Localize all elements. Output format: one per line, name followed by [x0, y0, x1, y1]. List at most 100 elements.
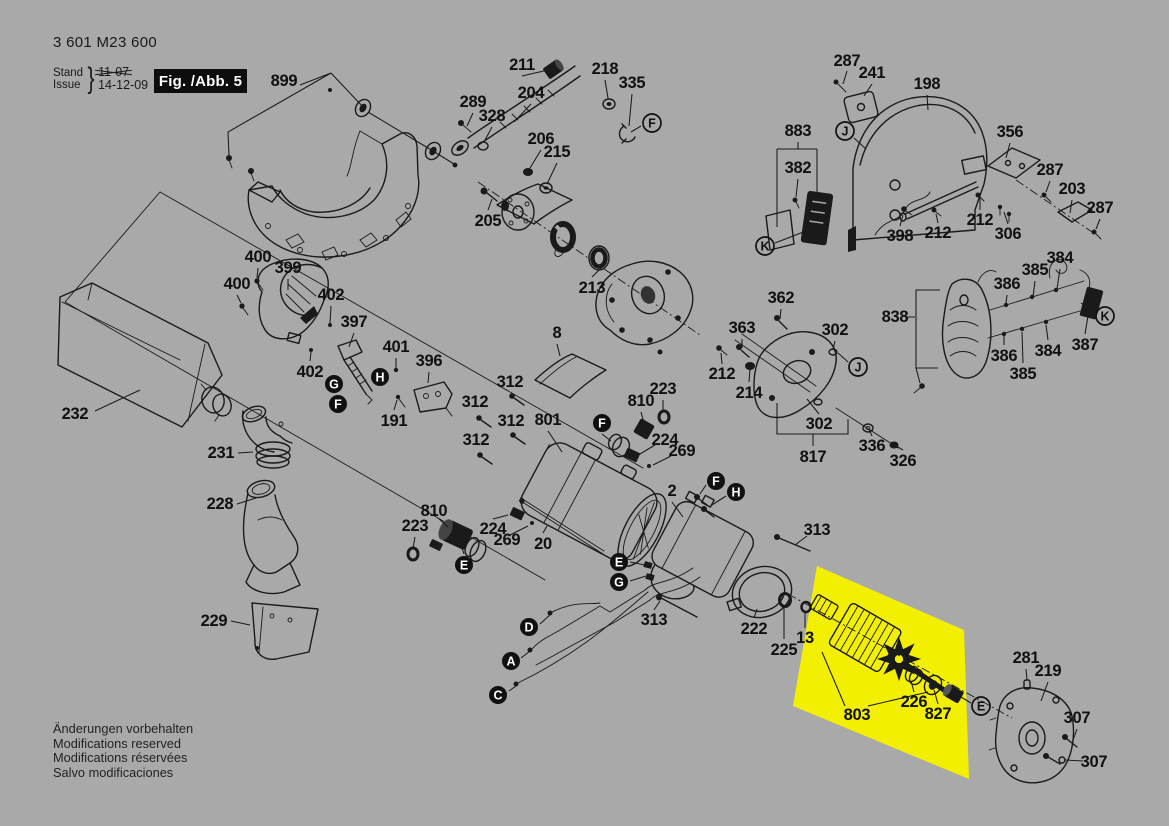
part-upper-guard-198	[833, 79, 1102, 252]
part-label-198: 198	[914, 75, 941, 93]
part-label-226: 226	[901, 693, 928, 711]
part-label-302: 302	[822, 321, 849, 339]
ref-letter-J: J	[848, 357, 868, 377]
svg-text:F: F	[712, 475, 720, 489]
part-label-241: 241	[859, 64, 886, 82]
issue-block: Stand Issue } 11-07 14-12-09	[53, 62, 157, 96]
part-label-398: 398	[887, 227, 914, 245]
ref-letter-H: H	[371, 368, 389, 386]
ref-letter-F: F	[707, 472, 725, 490]
part-label-386: 386	[994, 275, 1021, 293]
svg-text:C: C	[493, 689, 502, 703]
ref-letter-K: K	[1095, 306, 1115, 326]
part-label-899: 899	[271, 72, 298, 90]
part-label-269: 269	[669, 442, 696, 460]
issue-label: Issue	[53, 79, 81, 91]
svg-text:K: K	[760, 240, 769, 254]
part-label-232: 232	[62, 405, 89, 423]
ref-letter-K: K	[755, 236, 775, 256]
part-label-212: 212	[925, 224, 952, 242]
part-label-400: 400	[245, 248, 272, 266]
part-label-287: 287	[834, 52, 861, 70]
part-label-387: 387	[1072, 336, 1099, 354]
ref-letter-E: E	[610, 553, 628, 571]
part-deflector-sheets	[496, 183, 607, 399]
part-label-13: 13	[796, 629, 814, 647]
part-label-231: 231	[208, 444, 235, 462]
part-switch-cluster-883	[765, 148, 834, 251]
part-label-269: 269	[494, 531, 521, 549]
part-label-302: 302	[806, 415, 833, 433]
current-issue-date: 14-12-09	[98, 78, 149, 92]
part-label-313: 313	[641, 611, 668, 629]
part-label-205: 205	[475, 212, 502, 230]
svg-text:J: J	[855, 361, 862, 375]
part-armature-803	[809, 594, 964, 703]
part-label-281: 281	[1013, 649, 1040, 667]
stand-label: Stand	[53, 66, 84, 79]
part-label-222: 222	[741, 620, 768, 638]
part-label-215: 215	[544, 143, 571, 161]
part-label-218: 218	[592, 60, 619, 78]
part-rods	[519, 498, 811, 618]
figure-caption: Fig. /Abb. 5	[154, 69, 247, 93]
svg-text:F: F	[598, 417, 606, 431]
part-label-212: 212	[967, 211, 994, 229]
note-de: Änderungen vorbehalten	[53, 721, 194, 736]
svg-text:H: H	[731, 486, 740, 500]
part-label-384: 384	[1035, 342, 1063, 360]
svg-text:D: D	[524, 621, 533, 635]
part-label-397: 397	[341, 313, 368, 331]
part-label-801: 801	[535, 411, 562, 429]
part-label-883: 883	[785, 122, 812, 140]
part-label-307: 307	[1064, 709, 1091, 727]
part-label-307: 307	[1081, 753, 1108, 771]
part-label-382: 382	[785, 159, 812, 177]
part-label-362: 362	[768, 289, 795, 307]
part-label-223: 223	[402, 517, 429, 535]
svg-text:J: J	[842, 125, 849, 139]
svg-text:K: K	[1100, 310, 1109, 324]
ref-letter-G: G	[610, 573, 628, 591]
part-label-396: 396	[416, 352, 443, 370]
part-label-336: 336	[859, 437, 886, 455]
part-label-803: 803	[844, 706, 871, 724]
part-label-289: 289	[460, 93, 487, 111]
part-label-191: 191	[381, 412, 408, 430]
part-label-229: 229	[201, 612, 228, 630]
svg-text:A: A	[506, 655, 515, 669]
part-label-204: 204	[518, 84, 546, 102]
part-lower-guard-899	[226, 72, 458, 261]
title-block: 3 601 M23 600 Stand Issue } 11-07 14-12-…	[53, 34, 157, 96]
part-label-312: 312	[462, 393, 489, 411]
part-handle-838	[913, 270, 997, 394]
part-label-2: 2	[668, 482, 677, 500]
svg-text:E: E	[615, 556, 623, 570]
part-field-2	[643, 490, 754, 600]
part-label-224: 224	[480, 520, 508, 538]
part-label-335: 335	[619, 74, 646, 92]
part-end-cap	[988, 679, 1078, 784]
type-number: 3 601 M23 600	[53, 34, 157, 51]
part-label-223: 223	[650, 380, 677, 398]
part-label-213: 213	[579, 279, 606, 297]
ref-letter-F: F	[642, 113, 662, 133]
brace-glyph: }	[87, 62, 95, 95]
part-label-8: 8	[553, 324, 562, 342]
svg-text:E: E	[460, 559, 468, 573]
part-label-356: 356	[997, 123, 1024, 141]
part-clamp-ring-222	[726, 565, 812, 619]
part-label-810: 810	[421, 502, 448, 520]
note-en: Modifications reserved	[53, 735, 182, 751]
svg-text:E: E	[977, 700, 985, 714]
part-label-206: 206	[528, 130, 555, 148]
part-lever-204	[451, 59, 636, 194]
part-label-827: 827	[925, 705, 952, 723]
part-lever-397	[337, 339, 453, 417]
highlight-region-armature	[793, 566, 969, 779]
part-label-810: 810	[628, 392, 655, 410]
part-label-386: 386	[991, 347, 1018, 365]
part-label-817: 817	[800, 448, 827, 466]
svg-text:G: G	[329, 378, 339, 392]
